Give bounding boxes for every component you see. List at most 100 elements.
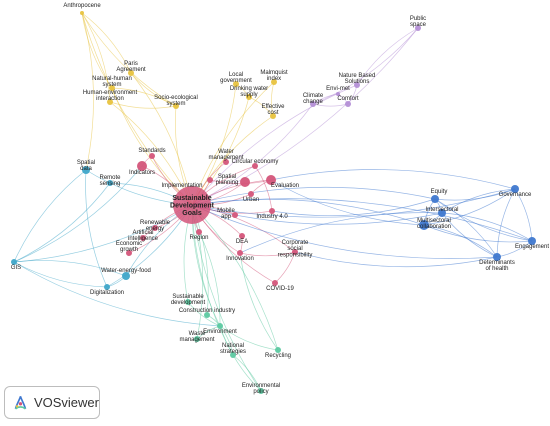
node-indicators[interactable] (137, 161, 147, 171)
node-circular[interactable] (252, 163, 258, 169)
node-evaluation[interactable] (266, 175, 276, 185)
node-construction[interactable] (204, 312, 210, 318)
edge-environment-envpolicy (219, 325, 262, 392)
node-wastemgmt[interactable] (194, 336, 200, 342)
edge-multisectoral-engagement (423, 224, 533, 243)
node-label-evaluation: Evaluation (271, 183, 299, 189)
node-label-equity: Equity (431, 189, 448, 195)
node-label-comfort: Comfort (337, 96, 359, 102)
edge-multisectoral-governance (423, 188, 516, 226)
node-industry40[interactable] (269, 208, 275, 214)
node-innovation[interactable] (237, 250, 243, 256)
edge-sdg-gis (13, 204, 193, 263)
node-multisectoral[interactable] (419, 220, 429, 230)
node-ai[interactable] (140, 235, 146, 241)
node-environment[interactable] (217, 323, 223, 329)
node-envimet[interactable] (336, 92, 340, 96)
node-label-dea: DEA (236, 239, 248, 245)
node-digit[interactable] (104, 284, 110, 290)
node-intersectoral[interactable] (438, 209, 446, 217)
node-implementation[interactable] (207, 177, 213, 183)
node-label-urban: Urban (243, 197, 259, 203)
edge-multisectoral-determinants (423, 224, 498, 258)
edge-spatialdata-digit (85, 169, 108, 288)
node-covid[interactable] (272, 280, 278, 286)
node-anthropocene[interactable] (80, 11, 84, 15)
node-effcost[interactable] (270, 113, 276, 119)
edge-climate-public (312, 27, 419, 105)
node-economic[interactable] (126, 250, 132, 256)
node-label-covid: COVID-19 (266, 286, 294, 292)
node-mobileapp[interactable] (232, 212, 238, 218)
edge-equity-governance (434, 188, 516, 201)
edge-sdg-intersectoral (191, 204, 443, 225)
edge-indicators-gis (13, 165, 143, 263)
node-standards[interactable] (149, 153, 155, 159)
node-engagement[interactable] (528, 237, 536, 245)
node-watermgmt[interactable] (223, 159, 229, 165)
edge-gis-environment (13, 261, 221, 327)
node-label-recycling: Recycling (265, 353, 291, 359)
node-malmquist[interactable] (271, 79, 277, 85)
node-climate[interactable] (310, 101, 316, 107)
node-governance[interactable] (511, 185, 519, 193)
edge-equity-determinants (434, 198, 498, 258)
edge-anthropocene-hei (81, 12, 111, 103)
node-localgov[interactable] (233, 81, 239, 87)
node-envpolicy[interactable] (258, 388, 264, 394)
edge-hei-ses (109, 101, 177, 109)
edge-national-envpolicy (232, 354, 262, 392)
node-nbs[interactable] (354, 82, 360, 88)
edge-csr-determinants (294, 251, 498, 268)
node-label-environment: Environment (203, 329, 237, 335)
node-nhs[interactable] (109, 85, 115, 91)
node-label-innovation: Innovation (226, 256, 254, 262)
node-equity[interactable] (431, 195, 439, 203)
node-national[interactable] (230, 352, 236, 358)
node-region[interactable] (196, 229, 202, 235)
node-remote[interactable] (107, 180, 113, 186)
edge-anthropocene-spatialdata (81, 12, 94, 171)
node-csr[interactable] (292, 249, 298, 255)
node-public[interactable] (415, 25, 421, 31)
edge-governance-determinants (496, 188, 516, 258)
node-label-circular: Circular economy (232, 159, 279, 165)
node-recycling[interactable] (275, 347, 281, 353)
node-sdg[interactable] (173, 186, 211, 224)
node-gis[interactable] (11, 259, 17, 265)
node-sustdev[interactable] (185, 299, 191, 305)
node-urban[interactable] (248, 191, 254, 197)
node-comfort[interactable] (345, 101, 351, 107)
edge-sdg-public (191, 27, 419, 206)
node-renewable[interactable] (152, 225, 158, 231)
node-ses[interactable] (173, 103, 179, 109)
vosviewer-badge[interactable]: VOSviewer (4, 386, 100, 419)
edge-sustdev-environment (187, 301, 221, 327)
node-spatialplanning[interactable] (240, 177, 250, 187)
node-hei[interactable] (107, 99, 113, 105)
edge-sdg-equity (191, 186, 436, 206)
edge-gis-wef (13, 260, 127, 277)
node-label-intersectoral: Intersectoral (425, 207, 458, 213)
edge-spatialdata-gis (13, 169, 87, 263)
node-wef[interactable] (122, 272, 130, 280)
node-label-standards: Standards (138, 148, 165, 154)
node-drinking[interactable] (246, 94, 252, 100)
node-determinants[interactable] (493, 253, 501, 261)
edge-sdg-determinants (191, 204, 498, 259)
edge-innovation-recycling (239, 252, 279, 351)
node-dea[interactable] (239, 233, 245, 239)
node-paris[interactable] (128, 70, 134, 76)
node-spatialdata[interactable] (82, 166, 90, 174)
